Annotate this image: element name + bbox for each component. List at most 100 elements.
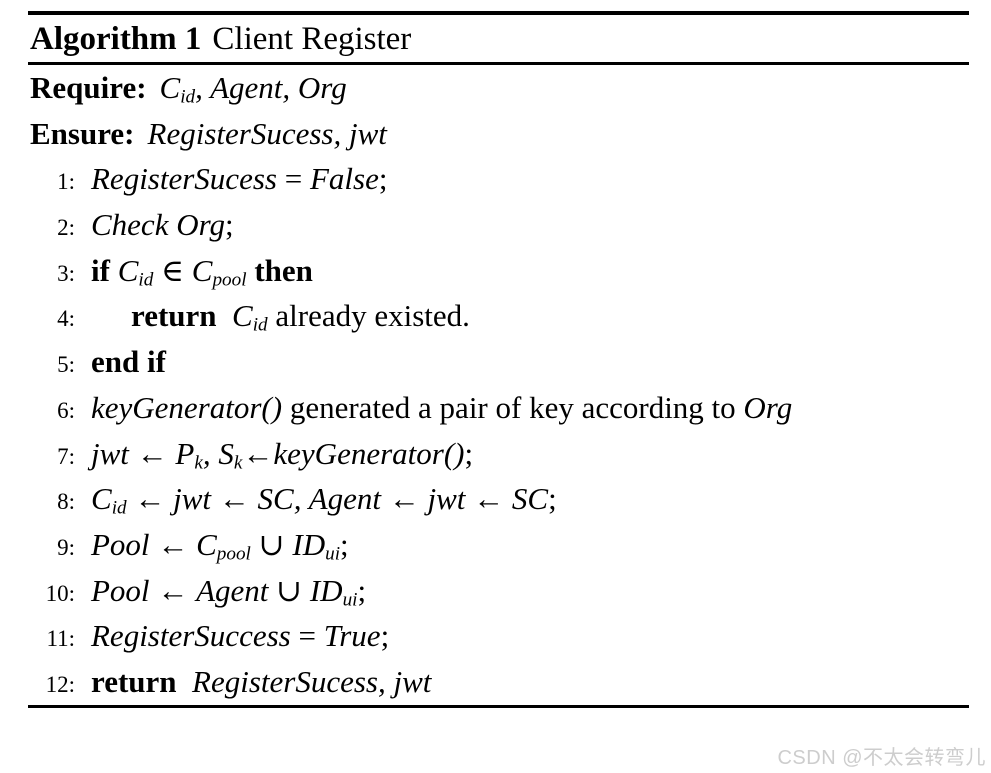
algorithm-line: 12: return RegisterSucess, jwt bbox=[28, 659, 969, 705]
text-segment: Pool bbox=[91, 526, 150, 562]
text-segment: Org bbox=[743, 389, 793, 425]
text-segment: RegisterSuccess bbox=[91, 618, 291, 654]
line-content: RegisterSucess = False; bbox=[91, 161, 387, 196]
text-segment bbox=[217, 298, 233, 333]
text-segment: C bbox=[117, 252, 139, 288]
text-segment: Agent bbox=[196, 572, 269, 608]
text-segment: ∪ bbox=[268, 572, 310, 608]
header-label: Ensure: bbox=[30, 115, 135, 151]
subscript-segment: k bbox=[194, 452, 203, 474]
text-segment: , bbox=[282, 70, 298, 105]
algorithm-label: Algorithm 1 bbox=[30, 21, 202, 57]
text-segment: RegisterSucess, jwt bbox=[192, 663, 432, 699]
line-content: Check Org; bbox=[91, 207, 234, 242]
top-rule bbox=[28, 11, 969, 15]
text-segment: , bbox=[195, 70, 211, 105]
line-number: 7: bbox=[57, 443, 75, 469]
text-segment: already existed. bbox=[267, 298, 470, 334]
text-segment: ← bbox=[380, 481, 428, 517]
algorithm-line: 11: RegisterSuccess = True; bbox=[28, 613, 969, 659]
algorithm-line: 2: Check Org; bbox=[28, 202, 969, 248]
subscript-segment: id bbox=[111, 497, 127, 519]
algorithm-line: 3:if Cid ∈ Cpool then bbox=[28, 248, 969, 294]
text-segment bbox=[177, 664, 193, 699]
subscript-segment: ui bbox=[325, 543, 341, 565]
algorithm-line: 4:return Cid already existed. bbox=[28, 293, 969, 339]
line-number: 2: bbox=[57, 215, 75, 241]
text-segment: , bbox=[202, 435, 219, 471]
text-segment: ; bbox=[357, 572, 367, 608]
text-segment: ; bbox=[378, 161, 388, 197]
text-segment: SC bbox=[257, 481, 294, 517]
subscript-segment: id bbox=[180, 86, 196, 108]
line-content: return Cid already existed. bbox=[91, 298, 470, 336]
text-segment: RegisterSucess, jwt bbox=[147, 115, 387, 151]
text-segment: = bbox=[276, 161, 310, 197]
text-segment: jwt bbox=[91, 435, 129, 471]
text-segment: RegisterSucess bbox=[91, 161, 277, 197]
keyword-segment: return bbox=[91, 663, 177, 699]
text-segment: SC bbox=[511, 481, 549, 517]
text-segment bbox=[110, 253, 118, 288]
text-segment: C bbox=[191, 252, 213, 288]
text-segment: jwt bbox=[427, 481, 466, 517]
text-segment: ; bbox=[548, 481, 557, 517]
text-segment: keyGenerator() bbox=[91, 389, 283, 425]
text-segment: generated a pair of key according to bbox=[282, 389, 744, 425]
line-number: 12: bbox=[45, 671, 75, 697]
text-segment: P bbox=[175, 435, 195, 471]
line-number: 10: bbox=[45, 580, 75, 606]
line-number: 8: bbox=[57, 489, 75, 515]
algorithm-line: 7:jwt ← Pk, Sk←keyGenerator(); bbox=[28, 431, 969, 477]
text-segment: ∪ bbox=[250, 526, 293, 562]
line-number: 9: bbox=[57, 534, 75, 560]
algorithm-line: 6: keyGenerator() generated a pair of key… bbox=[28, 385, 969, 431]
algorithm-title: Algorithm 1 Client Register bbox=[28, 15, 969, 62]
text-segment: , bbox=[293, 481, 309, 517]
text-segment: Org bbox=[297, 70, 347, 105]
line-number: 3: bbox=[57, 260, 75, 286]
line-number: 1: bbox=[57, 169, 75, 195]
keyword-segment: end if bbox=[91, 344, 166, 380]
bottom-rule bbox=[28, 704, 969, 708]
text-segment: ← bbox=[126, 481, 174, 517]
text-segment: ← bbox=[465, 481, 512, 517]
text-segment: C bbox=[91, 481, 112, 517]
line-content: jwt ← Pk, Sk←keyGenerator(); bbox=[91, 435, 474, 474]
text-segment: ← bbox=[149, 526, 197, 562]
text-segment: ← bbox=[242, 435, 274, 471]
text-segment: ; bbox=[464, 435, 474, 471]
algorithm-block: Algorithm 1 Client Register Require:Cid, … bbox=[28, 11, 969, 708]
line-number: 6: bbox=[57, 397, 75, 423]
algorithm-header-row: Ensure: RegisterSucess, jwt bbox=[28, 111, 969, 157]
algorithm-name: Client Register bbox=[212, 21, 412, 57]
line-content: keyGenerator() generated a pair of key a… bbox=[91, 390, 792, 425]
line-content: RegisterSuccess = True; bbox=[91, 618, 389, 653]
subscript-segment: pool bbox=[212, 269, 247, 291]
text-segment: Agent bbox=[210, 70, 283, 105]
text-segment: ID bbox=[309, 572, 343, 608]
text-segment: C bbox=[232, 298, 253, 334]
text-segment: ; bbox=[340, 526, 349, 562]
watermark: CSDN @不太会转弯儿 bbox=[777, 747, 986, 769]
line-content: end if bbox=[91, 344, 166, 379]
text-segment: ∈ bbox=[153, 252, 192, 288]
text-segment: ← bbox=[211, 481, 258, 517]
text-segment: ← bbox=[149, 572, 197, 608]
line-content: Cid ← jwt ← SC, Agent ← jwt ← SC; bbox=[91, 481, 557, 519]
keyword-segment: then bbox=[254, 252, 313, 288]
text-segment: Check Org bbox=[91, 207, 226, 243]
text-segment: Pool bbox=[91, 572, 150, 608]
line-number: 11: bbox=[46, 626, 75, 652]
text-segment: C bbox=[196, 526, 217, 562]
text-segment: = bbox=[290, 618, 324, 654]
line-content: return RegisterSucess, jwt bbox=[91, 664, 431, 699]
keyword-segment: if bbox=[91, 252, 110, 288]
algorithm-line: 9:Pool ← Cpool ∪ IDui; bbox=[28, 522, 969, 568]
text-segment: False bbox=[309, 161, 379, 197]
text-segment: ← bbox=[128, 435, 176, 471]
algorithm-header-row: Require:Cid, Agent, Org bbox=[28, 65, 969, 111]
algorithm-line: 8: Cid ← jwt ← SC, Agent ← jwt ← SC; bbox=[28, 476, 969, 522]
subscript-segment: ui bbox=[342, 589, 358, 611]
